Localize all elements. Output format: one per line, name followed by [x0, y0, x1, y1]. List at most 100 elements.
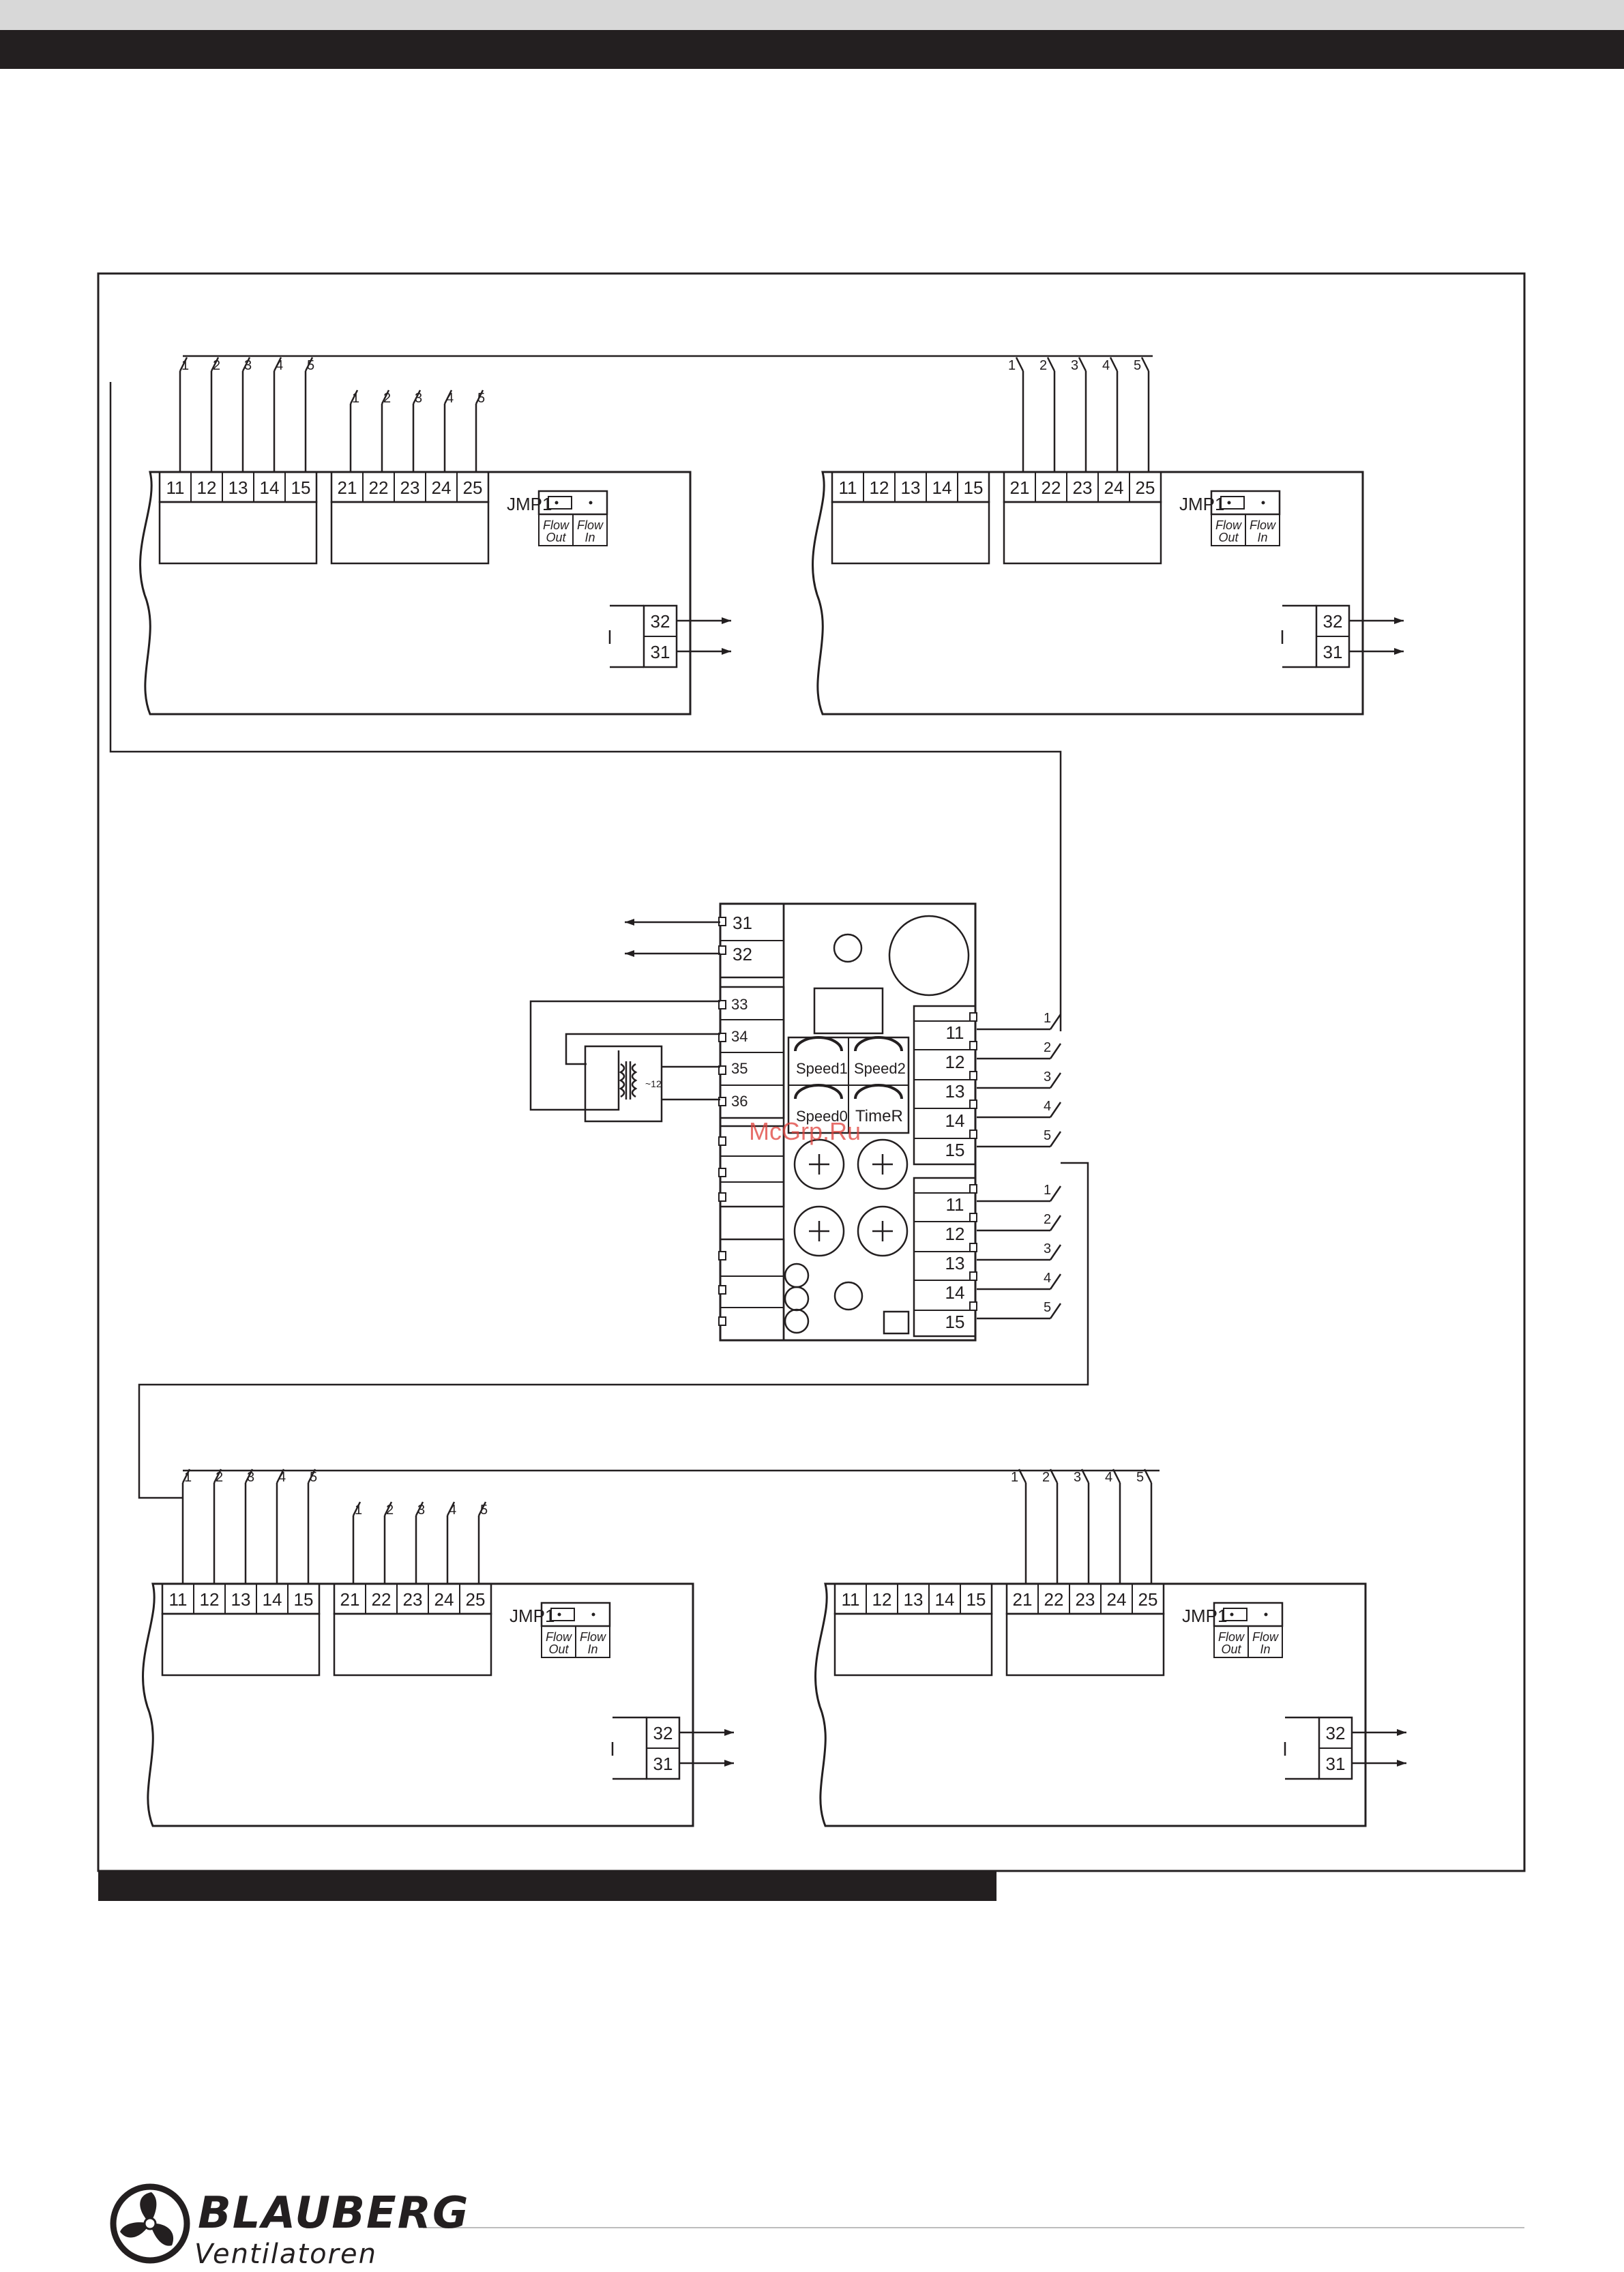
- knob-speed2: Speed2: [854, 1060, 906, 1077]
- wire-number: 1: [1008, 358, 1016, 373]
- relay-block-lower: [330, 501, 490, 565]
- terminal-label: 11: [842, 1589, 860, 1610]
- jumper-pins: [550, 1608, 595, 1621]
- terminal-label: 25: [1136, 477, 1155, 498]
- controller-output-wires: [977, 1014, 1062, 1320]
- terminal-label: 12: [200, 1589, 220, 1610]
- ctrl-term-32: 32: [733, 944, 752, 964]
- flow-out-label: Flow: [1218, 1630, 1245, 1644]
- wire-number: 5: [307, 358, 314, 373]
- relay-block-lower: [1005, 1612, 1165, 1677]
- ctrl-wire-number: 2: [1044, 1040, 1051, 1055]
- bus-wiring: [109, 355, 1160, 1499]
- terminal-label: 22: [372, 1589, 392, 1610]
- ctrl-right-terminal: 12: [945, 1224, 965, 1244]
- terminal-label: 14: [260, 477, 280, 498]
- jumper-label: JMP1: [1179, 494, 1224, 514]
- ctrl-wire-number: 3: [1044, 1241, 1051, 1256]
- terminal-label: 14: [932, 477, 952, 498]
- wire-number: 2: [383, 391, 391, 406]
- controller-board: [718, 902, 977, 1342]
- knob-timer: TimeR: [855, 1107, 903, 1125]
- ctrl-wire-number: 2: [1044, 1212, 1051, 1227]
- flow-out-label: Out: [1218, 531, 1239, 544]
- jumper-pins: [548, 496, 593, 510]
- terminal-label: 13: [228, 477, 248, 498]
- module-outline: [139, 471, 692, 715]
- jumper-label: JMP1: [507, 494, 552, 514]
- wire-number: 3: [417, 1503, 425, 1518]
- flow-in-label: In: [587, 1642, 597, 1656]
- flow-out-label: Out: [1221, 1642, 1241, 1656]
- terminal-label: 21: [340, 1589, 360, 1610]
- controller-right-strip-upper: [913, 1005, 977, 1166]
- terminal-label: 15: [291, 477, 311, 498]
- ctrl-wire-number: 5: [1044, 1128, 1051, 1143]
- wire-number: 5: [310, 1470, 317, 1485]
- wire-number: 2: [1039, 358, 1047, 373]
- terminal-label: 12: [872, 1589, 892, 1610]
- flow-out-label: Out: [546, 531, 566, 544]
- flow-out-label: Flow: [546, 1630, 572, 1644]
- brand-name: BLAUBERG: [198, 2188, 470, 2239]
- ctrl-wire-number: 4: [1044, 1271, 1051, 1286]
- relay-block-upper: [833, 1612, 993, 1677]
- terminal-label: 14: [935, 1589, 955, 1610]
- terminal-label: 15: [294, 1589, 314, 1610]
- jumper-pins: [1223, 1608, 1268, 1621]
- ctrl-right-terminal: 11: [946, 1194, 964, 1215]
- ctrl-right-terminal: 11: [946, 1022, 964, 1043]
- jumper-label: JMP1: [1182, 1606, 1227, 1626]
- ctrl-term-36: 36: [731, 1093, 748, 1110]
- wire-number: 5: [477, 391, 485, 406]
- terminal-label: 23: [403, 1589, 423, 1610]
- wire-number: 5: [1134, 358, 1141, 373]
- wire-number: 1: [1011, 1470, 1018, 1485]
- flow-out-label: Flow: [1215, 518, 1242, 532]
- wire-number: 5: [1136, 1470, 1144, 1485]
- flow-in-label: In: [1257, 531, 1267, 544]
- terminal-label: 22: [1044, 1589, 1064, 1610]
- wire-number: 5: [480, 1503, 488, 1518]
- terminal-label: 24: [432, 477, 452, 498]
- relay-block-lower: [333, 1612, 492, 1677]
- watermark: McGrp.Ru: [749, 1117, 861, 1145]
- ctrl-right-terminal: 12: [945, 1052, 965, 1072]
- knob-speed1: Speed1: [796, 1060, 848, 1077]
- flow-in-label: Flow: [1252, 1630, 1279, 1644]
- wire-number: 4: [1102, 358, 1110, 373]
- jumper-pins: [1220, 496, 1265, 510]
- wire-number: 1: [184, 1470, 192, 1485]
- fan-logo-icon: [110, 2183, 190, 2264]
- output-terminal-label: 31: [1326, 1754, 1346, 1774]
- ctrl-right-terminal: 14: [945, 1282, 965, 1303]
- relay-block-upper: [831, 501, 990, 565]
- caption-bar: [98, 1871, 996, 1901]
- ctrl-right-terminal: 14: [945, 1110, 965, 1131]
- ctrl-term-34: 34: [731, 1028, 748, 1045]
- ctrl-right-terminal: 15: [945, 1312, 965, 1332]
- module-outline: [812, 471, 1364, 715]
- ctrl-term-31: 31: [733, 913, 752, 933]
- wire-number: 4: [278, 1470, 286, 1485]
- relay-block-upper: [158, 501, 318, 565]
- controller-right-strip-lower: [913, 1177, 977, 1338]
- terminal-label: 23: [1076, 1589, 1095, 1610]
- wire-number: 4: [449, 1503, 456, 1518]
- relay-block-lower: [1003, 501, 1162, 565]
- wire-number: 2: [213, 358, 220, 373]
- ctrl-wire-number: 1: [1044, 1011, 1051, 1026]
- wire-number: 2: [216, 1470, 223, 1485]
- terminal-label: 24: [1107, 1589, 1127, 1610]
- output-terminal-label: 31: [653, 1754, 673, 1774]
- terminal-label: 14: [263, 1589, 282, 1610]
- flow-in-label: Flow: [1250, 518, 1276, 532]
- wire-number: 1: [352, 391, 359, 406]
- terminal-label: 24: [1104, 477, 1124, 498]
- wire-number: 2: [386, 1503, 394, 1518]
- terminal-label: 11: [166, 477, 185, 498]
